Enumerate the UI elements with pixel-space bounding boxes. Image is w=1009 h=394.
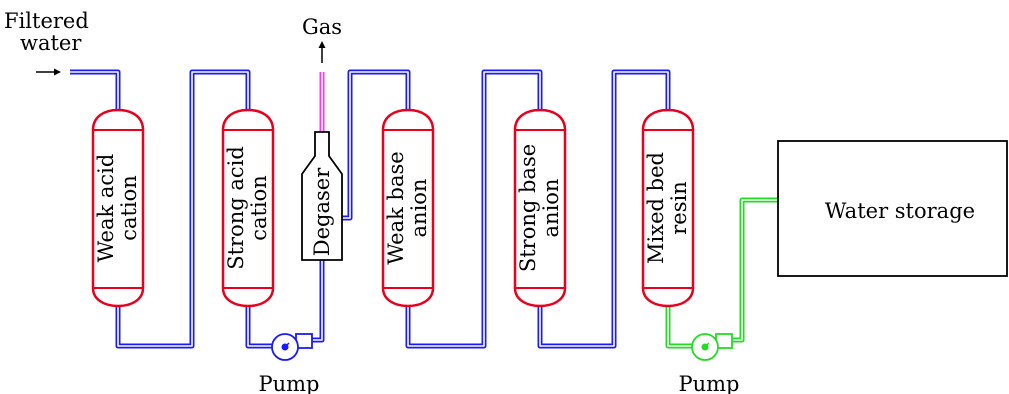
pump-icon-1 bbox=[271, 333, 313, 361]
vessel-label-line1: Weak base bbox=[384, 151, 408, 264]
inlet-pipe bbox=[70, 69, 121, 110]
storage-label: Water storage bbox=[825, 199, 975, 223]
gas-label: Gas bbox=[302, 15, 342, 39]
vessel-label-line2: cation bbox=[247, 175, 271, 241]
vessel-strong-acid-cation: Strong acid cation bbox=[221, 108, 275, 308]
vessel-label-line1: Strong base bbox=[516, 144, 540, 272]
vessel-mixed-bed-resin: Mixed bed resin bbox=[641, 108, 695, 308]
pipe-pump-to-storage bbox=[732, 197, 780, 343]
pump-label-1: Pump bbox=[258, 372, 319, 394]
inlet-label-line2: water bbox=[20, 31, 82, 55]
product-pipes bbox=[665, 197, 780, 349]
degaser-body bbox=[301, 131, 343, 261]
pipe-v2-to-pump bbox=[245, 306, 272, 349]
vessel-label-line2: anion bbox=[407, 179, 431, 238]
vessel-label-line2: anion bbox=[539, 179, 563, 238]
vessel-weak-acid-cation: Weak acid cation bbox=[91, 108, 145, 308]
water-pipes bbox=[70, 69, 671, 349]
inlet-arrow bbox=[36, 68, 61, 76]
degaser: Degaser bbox=[301, 131, 343, 261]
vessel-label-line2: cation bbox=[117, 175, 141, 241]
degaser-label: Degaser bbox=[310, 167, 334, 256]
storage-box bbox=[777, 140, 1008, 277]
vessel-strong-base-anion: Strong base anion bbox=[513, 108, 567, 308]
vessel-weak-base-anion: Weak base anion bbox=[381, 108, 435, 308]
pipe-pump-to-degaser bbox=[312, 260, 325, 343]
vessel-label-line1: Strong acid bbox=[224, 146, 248, 270]
water-storage-tank: Water storage bbox=[777, 140, 1008, 277]
pump-icon-2 bbox=[691, 333, 733, 361]
vessel-label-line2: resin bbox=[667, 181, 691, 234]
gas-arrow bbox=[318, 41, 326, 63]
vessel-label-line1: Weak acid bbox=[94, 154, 118, 263]
pump-label-2: Pump bbox=[678, 372, 739, 394]
pipe-v5-to-pump bbox=[665, 306, 692, 349]
inlet-label-line1: Filtered bbox=[4, 9, 89, 33]
vessel-label-line1: Mixed bed bbox=[644, 152, 668, 264]
